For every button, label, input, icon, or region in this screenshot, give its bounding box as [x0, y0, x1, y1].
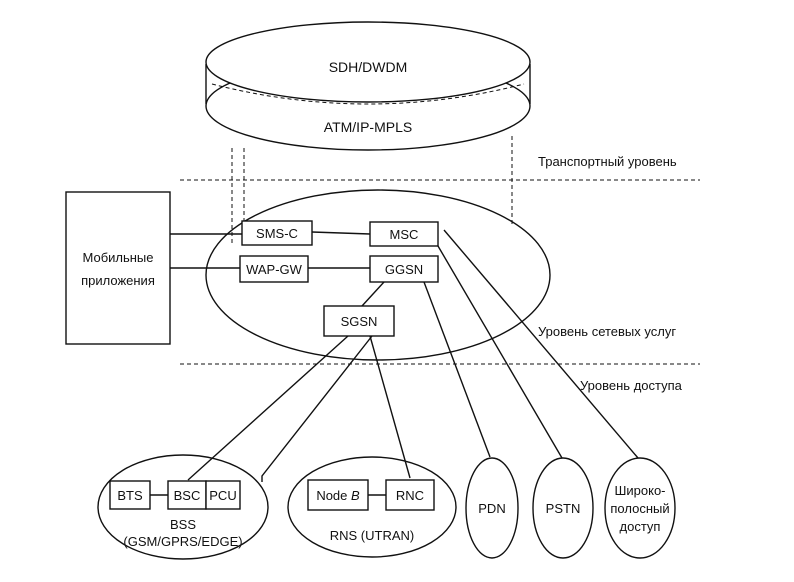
bss-technologies-caption: (GSM/GPRS/EDGE): [123, 534, 242, 549]
pstn-label: PSTN: [546, 501, 581, 516]
pcu-label: PCU: [209, 488, 236, 503]
access-level-label: Уровень доступа: [580, 378, 683, 393]
service-level-ellipse: [205, 189, 551, 361]
services-level-label: Уровень сетевых услуг: [538, 324, 676, 339]
wap-gw-node: WAP-GW: [239, 255, 309, 283]
atm-ip-mpls-label: ATM/IP-MPLS: [324, 119, 412, 135]
pstn-node: PSTN: [532, 457, 594, 559]
broadband-line3: доступ: [620, 519, 661, 534]
mobile-apps-line2: приложения: [81, 273, 155, 288]
ggsn-node: GGSN: [369, 255, 439, 283]
broadband-access-node: Широко- полосный доступ: [604, 457, 676, 559]
bss-caption: BSS: [170, 517, 196, 532]
rns-caption: RNS (UTRAN): [330, 528, 415, 543]
broadband-line1: Широко-: [614, 483, 665, 498]
bts-label: BTS: [117, 488, 143, 503]
sdh-dwdm-label: SDH/DWDM: [329, 59, 408, 75]
mobile-applications-box: Мобильные приложения: [65, 191, 171, 345]
sgsn-node: SGSN: [323, 305, 395, 337]
bsc-label: BSC: [174, 488, 201, 503]
msc-label: MSC: [390, 227, 419, 242]
rns-group: Node B RNC RNS (UTRAN): [287, 456, 457, 558]
access-links: [187, 229, 639, 482]
bss-group: BTS BSC PCU BSS (GSM/GPRS/EDGE): [97, 454, 269, 560]
msc-node: MSC: [369, 221, 439, 247]
node-b-label: Node B: [316, 488, 360, 503]
rnc-label: RNC: [396, 488, 424, 503]
transport-level-label: Транспортный уровень: [538, 154, 677, 169]
broadband-line2: полосный: [610, 501, 669, 516]
wap-gw-label: WAP-GW: [246, 262, 303, 277]
sms-c-node: SMS-C: [241, 220, 313, 246]
sms-c-label: SMS-C: [256, 226, 298, 241]
mobile-apps-line1: Мобильные: [82, 250, 153, 265]
sdh-ring-outline: [205, 21, 531, 103]
pdn-node: PDN: [465, 457, 519, 559]
ggsn-label: GGSN: [385, 262, 423, 277]
sgsn-label: SGSN: [341, 314, 378, 329]
service-connections: [170, 231, 385, 307]
transport-rings: SDH/DWDM ATM/IP-MPLS: [205, 21, 531, 151]
pdn-label: PDN: [478, 501, 505, 516]
